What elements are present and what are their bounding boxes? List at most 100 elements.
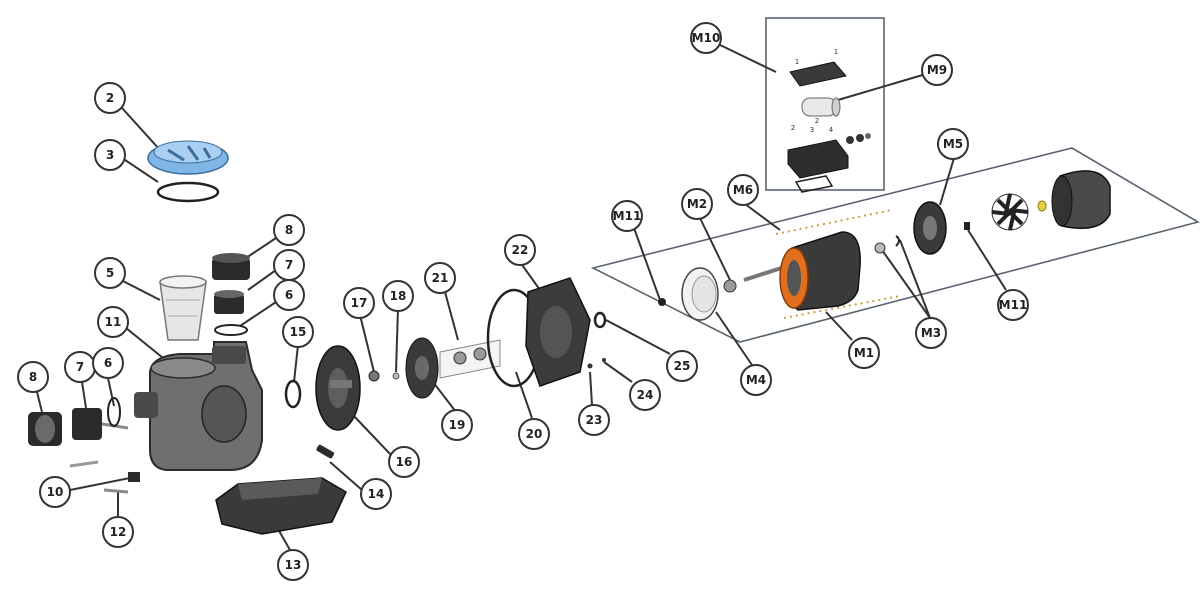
impeller-washer-part [392, 372, 400, 380]
callout-24: 24 [629, 379, 661, 411]
callout-label: M2 [687, 197, 707, 211]
callout-15: 15 [282, 316, 314, 348]
callout-14: 14 [360, 478, 392, 510]
callout-20: 20 [518, 418, 550, 450]
callout-label: 3 [106, 148, 114, 162]
housing-o-ring-part [284, 379, 302, 409]
motor-tie-rod-upper-part [775, 209, 893, 235]
lid-o-ring-part [156, 181, 220, 203]
callout-label: 8 [29, 370, 37, 384]
callout-label: 22 [512, 243, 529, 257]
callout-7-upper: 7 [273, 249, 305, 281]
callout-label: 7 [76, 360, 84, 374]
strainer-basket-part [159, 275, 207, 341]
callout-label: 17 [351, 296, 368, 310]
callout-label: 6 [104, 356, 112, 370]
callout-m9: M9 [921, 54, 953, 86]
callout-6-left: 6 [92, 347, 124, 379]
callout-label: 8 [285, 223, 293, 237]
callout-label: 16 [396, 455, 413, 469]
callout-label: 23 [586, 413, 603, 427]
callout-m3: M3 [915, 317, 947, 349]
callout-label: 24 [637, 388, 654, 402]
terminal-box-base-part [787, 139, 849, 179]
callout-m4: M4 [740, 364, 772, 396]
union-o-ring-left-part [107, 397, 121, 427]
shaft-seal-part [593, 311, 607, 329]
callout-11: 11 [97, 306, 129, 338]
callout-5: 5 [94, 257, 126, 289]
callout-22: 22 [504, 234, 536, 266]
strainer-lid-part [147, 140, 229, 175]
callout-label: M3 [921, 326, 941, 340]
seal-plate-part [525, 277, 591, 387]
callout-3: 3 [94, 139, 126, 171]
callout-label: 11 [105, 315, 122, 329]
callout-label: 13 [285, 558, 302, 572]
callout-23: 23 [578, 404, 610, 436]
motor-bearing-rear-part [874, 242, 886, 254]
union-o-ring-upper-part [214, 324, 248, 336]
motor-rear-flange-part [913, 201, 947, 255]
mechanical-seal-part [439, 339, 501, 379]
motor-section-frame [590, 147, 1200, 343]
m10-mark-a: 1 [795, 58, 799, 66]
callout-6-upper: 6 [273, 279, 305, 311]
seal-plate-nut-part [602, 358, 606, 362]
callout-19: 19 [441, 409, 473, 441]
callout-m11-front: M11 [611, 200, 643, 232]
callout-m1: M1 [848, 337, 880, 369]
callout-label: 20 [526, 427, 543, 441]
callout-13: 13 [277, 549, 309, 581]
motor-bolt-front-part [658, 298, 666, 306]
callout-label: 18 [390, 289, 407, 303]
union-nut-upper-part [212, 253, 250, 280]
callout-8-upper: 8 [273, 214, 305, 246]
m10-mark-c: 2 [791, 124, 795, 132]
seal-plate-screw-part [587, 363, 593, 369]
control-box-frame [765, 17, 885, 191]
callout-label: 15 [290, 325, 307, 339]
callout-m11-rear: M11 [997, 289, 1029, 321]
base-screw-part [316, 444, 335, 459]
impeller-part [405, 337, 439, 399]
fan-cover-part [1051, 170, 1111, 229]
callout-label: M6 [733, 183, 753, 197]
callout-21: 21 [424, 262, 456, 294]
capacitor-part [801, 97, 841, 117]
motor-bolt-rear-part [964, 222, 970, 230]
m10-mark-b: 1 [834, 48, 838, 56]
diffuser-part [315, 345, 361, 431]
callout-2: 2 [94, 82, 126, 114]
callout-label: 14 [368, 487, 385, 501]
motor-circlip-part [895, 235, 900, 247]
callout-label: M1 [854, 346, 874, 360]
pump-housing-part [134, 341, 263, 471]
callout-m6: M6 [727, 174, 759, 206]
callout-18: 18 [382, 280, 414, 312]
callout-12: 12 [102, 516, 134, 548]
callout-label: M10 [692, 31, 721, 45]
callout-17: 17 [343, 287, 375, 319]
terminal-box-lid-part [789, 61, 847, 87]
callout-label: M11 [613, 209, 642, 223]
callout-10: 10 [39, 476, 71, 508]
pump-base-part [215, 477, 347, 535]
callout-label: M4 [746, 373, 766, 387]
callout-label: M9 [927, 63, 947, 77]
fan-clip-part [1037, 200, 1047, 212]
callout-label: M11 [999, 298, 1028, 312]
m10-mark-d: 3 [810, 126, 814, 134]
drain-screw-part [103, 488, 129, 494]
cooling-fan-part [991, 193, 1029, 231]
callout-m10: M10 [690, 22, 722, 54]
callout-16: 16 [388, 446, 420, 478]
terminal-box-gasket-part [794, 175, 834, 193]
m10-mark-e: 4 [829, 126, 834, 134]
callout-25: 25 [666, 350, 698, 382]
motor-bearing-front-part [723, 279, 737, 293]
callout-m2: M2 [681, 188, 713, 220]
callout-label: 12 [110, 525, 127, 539]
callout-label: M5 [943, 137, 963, 151]
